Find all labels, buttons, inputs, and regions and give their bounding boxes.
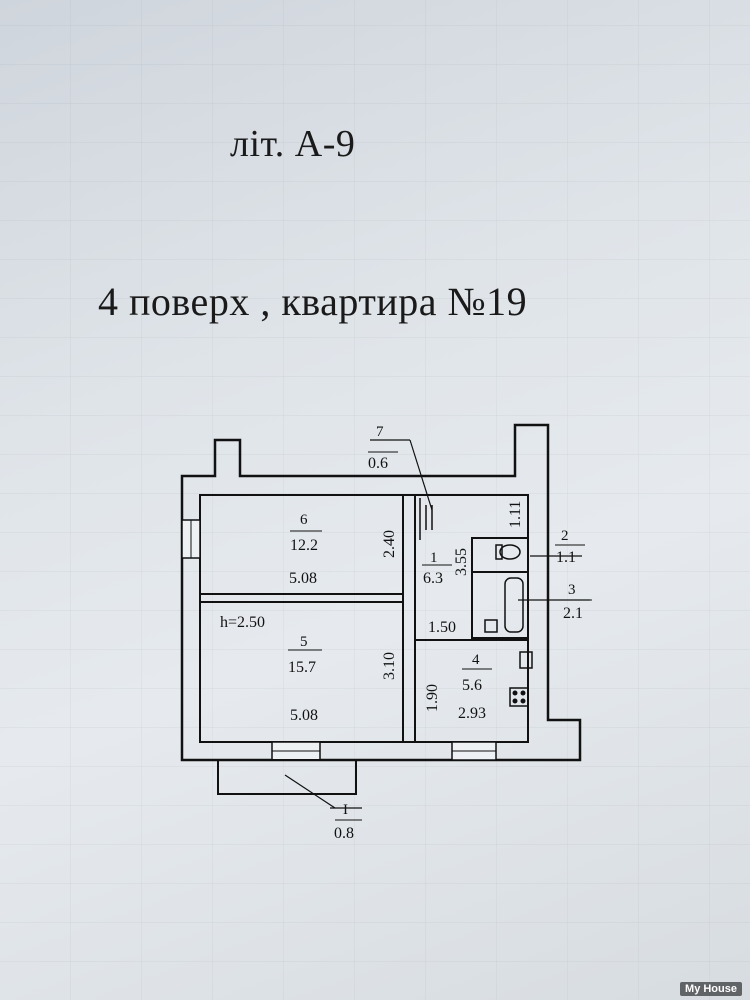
room-7-number: 7 — [376, 424, 384, 440]
room-6-width: 5.08 — [289, 570, 317, 587]
room-3-area: 2.1 — [563, 605, 583, 622]
room-4-area: 5.6 — [462, 677, 482, 694]
balcony — [217, 759, 357, 795]
room-2-area: 1.1 — [556, 549, 576, 566]
sink-fixture — [484, 619, 498, 633]
balcony-number: I — [343, 802, 348, 818]
room-2-dimension: 1.11 — [507, 501, 524, 528]
room-3-number: 3 — [568, 582, 576, 598]
room-2-number: 2 — [561, 528, 569, 544]
floor-apartment-title: 4 поверх , квартира №19 — [98, 279, 528, 324]
room-5-width: 5.08 — [290, 707, 318, 724]
room-5-area: 15.7 — [288, 659, 316, 676]
balcony-area: 0.8 — [334, 825, 354, 842]
bathroom-block — [471, 537, 529, 639]
room-5-depth: 3.10 — [381, 652, 398, 680]
inner-wall — [199, 494, 529, 743]
room-7-area: 0.6 — [368, 455, 388, 472]
room-4-depth: 1.90 — [424, 684, 441, 712]
room-1-length: 3.55 — [453, 548, 470, 576]
room-4-width: 2.93 — [458, 705, 486, 722]
toilet-fixture — [499, 544, 521, 560]
building-letter-title: літ. А-9 — [230, 123, 356, 165]
ceiling-height: h=2.50 — [220, 614, 265, 631]
bathtub-fixture — [504, 577, 524, 633]
room-6-depth: 2.40 — [381, 530, 398, 558]
room-1-number: 1 — [430, 550, 438, 566]
room-6-number: 6 — [300, 512, 308, 528]
room-1-area: 6.3 — [423, 570, 443, 587]
outer-wall — [180, 423, 582, 762]
room-4-number: 4 — [472, 652, 480, 668]
room-5-number: 5 — [300, 634, 308, 650]
room-1-width: 1.50 — [428, 619, 456, 636]
room-6-area: 12.2 — [290, 537, 318, 554]
stove-fixture — [509, 687, 529, 707]
watermark: My House — [680, 982, 742, 996]
